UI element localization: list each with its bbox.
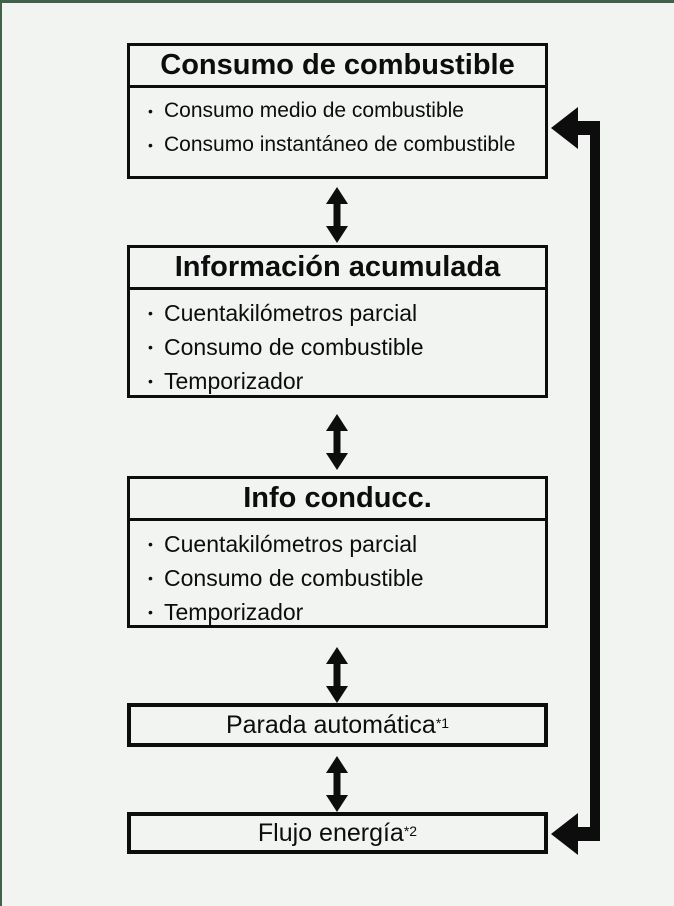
list-item-label: Consumo instantáneo de combustible [164,133,516,156]
box-parada-automatica: Parada automática*1 [127,703,548,747]
box-label: Parada automática [225,710,436,739]
box-body: • Consumo medio de combustible • Consumo… [130,88,545,162]
menu-flow-diagram: Consumo de combustible • Consumo medio d… [2,3,674,906]
list-item-label: Consumo de combustible [164,565,424,591]
list-item-label: Temporizador [164,599,304,625]
list-item: • Consumo medio de combustible [148,94,539,128]
box-informacion-acumulada: Información acumulada • Cuentakilómetros… [127,245,548,398]
box-label: Flujo energía [257,818,404,847]
list-item-label: Cuentakilómetros parcial [164,300,418,326]
box-body: • Cuentakilómetros parcial • Consumo de … [130,290,545,398]
bullet-icon: • [148,570,153,586]
list-item: • Consumo de combustible [148,561,539,595]
box-consumo-de-combustible: Consumo de combustible • Consumo medio d… [127,43,548,179]
bullet-icon: • [148,305,153,321]
double-arrow-icon [326,756,348,812]
bullet-icon: • [148,137,153,153]
box-body: • Cuentakilómetros parcial • Consumo de … [130,521,545,629]
bullet-icon: • [148,339,153,355]
bullet-icon: • [148,103,153,119]
list-item-label: Temporizador [164,368,304,394]
list-item-label: Cuentakilómetros parcial [164,531,418,557]
list-item: • Consumo instantáneo de combustible [148,128,539,162]
list-item-label: Consumo medio de combustible [164,99,464,122]
bullet-icon: • [148,604,153,620]
double-arrow-icon [326,414,348,470]
list-item: • Temporizador [148,595,539,629]
list-item: • Temporizador [148,364,539,398]
box-title: Consumo de combustible [130,46,545,88]
box-title: Info conducc. [130,479,545,521]
list-item: • Cuentakilómetros parcial [148,296,539,330]
list-item: • Consumo de combustible [148,330,539,364]
box-title: Información acumulada [130,248,545,290]
box-info-conducc: Info conducc. • Cuentakilómetros parcial… [127,476,548,628]
bullet-icon: • [148,373,153,389]
double-arrow-icon [326,187,348,243]
box-flujo-energia: Flujo energía*2 [127,812,548,854]
bullet-icon: • [148,536,153,552]
list-item: • Cuentakilómetros parcial [148,527,539,561]
list-item-label: Consumo de combustible [164,334,424,360]
double-arrow-icon [326,647,348,703]
